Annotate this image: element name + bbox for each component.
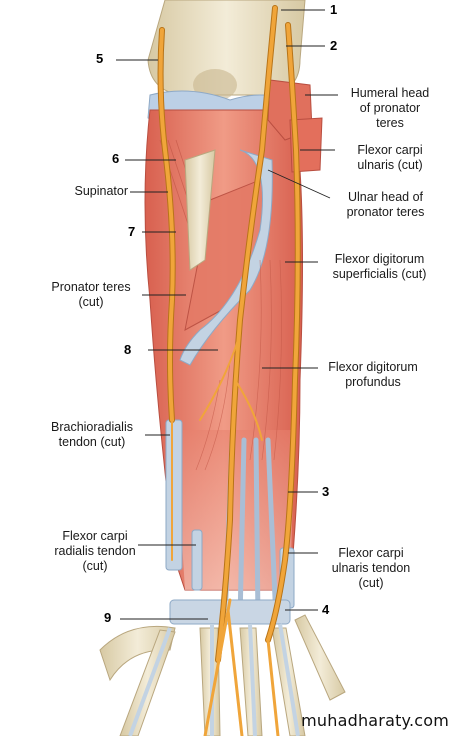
marker-8: 8 xyxy=(124,342,132,357)
leader-lines xyxy=(116,9,338,620)
marker-6: 6 xyxy=(112,151,120,166)
marker-2: 2 xyxy=(330,38,338,53)
marker-9: 9 xyxy=(104,610,112,625)
label-humeral-head-pronator-teres: Humeral head of pronator teres xyxy=(350,86,430,130)
label-brachioradialis-tendon: Brachioradialis tendon (cut) xyxy=(51,420,133,449)
hand-tendons xyxy=(128,623,300,736)
label-flexor-digitorum-profundus: Flexor digitorum profundus xyxy=(328,360,418,389)
label-flexor-carpi-ulnaris-tendon: Flexor carpi ulnaris tendon (cut) xyxy=(331,546,411,590)
marker-3: 3 xyxy=(322,484,330,499)
ulnar-head-tendon xyxy=(179,149,273,366)
fcr-tendon xyxy=(191,529,203,591)
nerves xyxy=(157,5,301,736)
label-flexor-digitorum-superficialis: Flexor digitorum superficialis (cut) xyxy=(332,252,427,281)
label-supinator: Supinator xyxy=(74,184,128,198)
watermark: muhadharaty.com xyxy=(301,711,449,730)
muscle-fibers xyxy=(195,259,282,471)
marker-7: 7 xyxy=(128,224,136,239)
marker-4: 4 xyxy=(322,602,330,617)
label-ulnar-head-pronator-teres: Ulnar head of pronator teres xyxy=(346,190,425,219)
label-flexor-carpi-ulnaris: Flexor carpi ulnaris (cut) xyxy=(357,143,423,172)
label-flexor-carpi-radialis-tendon: Flexor carpi radialis tendon (cut) xyxy=(54,529,136,573)
marker-5: 5 xyxy=(96,51,104,66)
label-pronator-teres-cut: Pronator teres (cut) xyxy=(51,280,131,309)
radius-bone xyxy=(184,149,216,271)
brachioradialis-tendon xyxy=(165,419,183,571)
marker-1: 1 xyxy=(330,2,338,17)
